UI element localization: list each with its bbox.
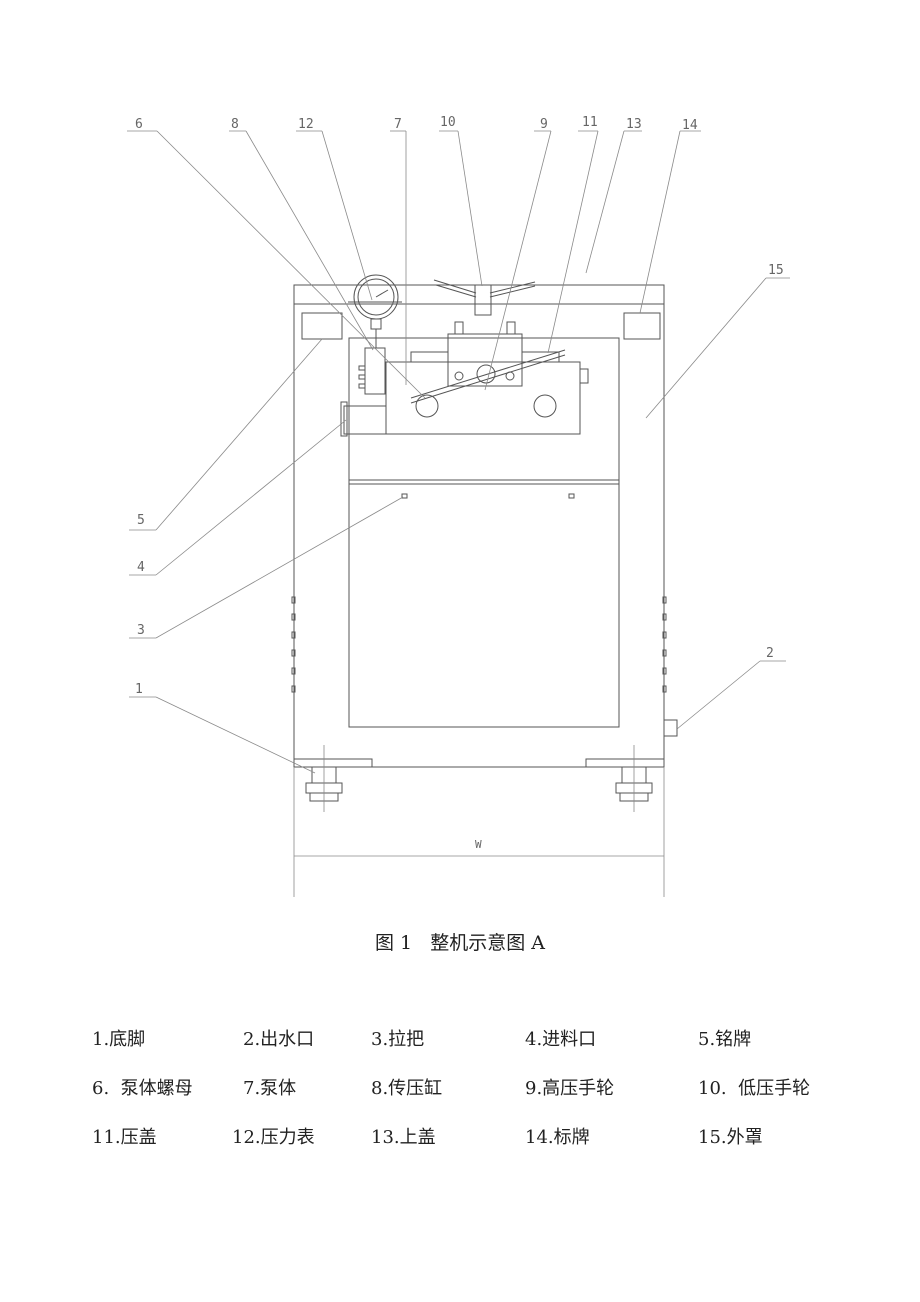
legend-item: 3.拉把 (371, 1029, 425, 1050)
callout-4: 4 (137, 560, 145, 575)
callout-1: 1 (135, 682, 143, 697)
legend-item: 8.传压缸 (371, 1078, 443, 1099)
figure-title: 整机示意图 A (430, 932, 545, 954)
dimension-label: W (475, 838, 482, 851)
callout-13: 13 (626, 117, 642, 132)
parts-legend: 1.底脚 2.出水口 3.拉把 4.进料口 5.铭牌 6. 泵体螺母 7.泵体 … (92, 1025, 852, 1172)
legend-item: 11.压盖 (92, 1127, 157, 1148)
legend-item: 14.标牌 (525, 1127, 590, 1148)
legend-item: 1.底脚 (92, 1029, 146, 1050)
pump-body (385, 361, 581, 435)
legend-item: 6. 泵体螺母 (92, 1078, 193, 1099)
callout-2: 2 (766, 646, 774, 661)
legend-item: 9.高压手轮 (525, 1078, 615, 1099)
callout-12: 12 (298, 117, 314, 132)
callout-8: 8 (231, 117, 239, 132)
figure-caption: 图 1 整机示意图 A (0, 928, 920, 955)
high-pressure-handwheel (410, 349, 566, 399)
vent-slots (291, 596, 667, 693)
callout-9: 9 (540, 117, 548, 132)
pump-nut-right (533, 394, 557, 418)
legend-row: 1.底脚 2.出水口 3.拉把 4.进料口 5.铭牌 (92, 1025, 852, 1074)
low-pressure-handwheel (474, 284, 492, 316)
legend-row: 6. 泵体螺母 7.泵体 8.传压缸 9.高压手轮 10. 低压手轮 (92, 1074, 852, 1123)
callout-11: 11 (582, 115, 598, 130)
nameplate-left (301, 312, 343, 340)
legend-row: 11.压盖 12.压力表 13.上盖 14.标牌 15.外罩 (92, 1123, 852, 1172)
width-dimension: W (293, 767, 665, 897)
machine-diagram: W 1 2 3 4 5 6 7 8 (127, 115, 790, 897)
legend-item: 5.铭牌 (698, 1029, 752, 1050)
legend-item: 7.泵体 (243, 1078, 297, 1099)
callout-3: 3 (137, 623, 145, 638)
pump-nut-left (415, 394, 439, 418)
callout-14: 14 (682, 118, 698, 133)
legend-item: 2.出水口 (243, 1029, 315, 1050)
upper-panel (348, 337, 620, 481)
callout-6: 6 (135, 117, 143, 132)
machine-feet (293, 745, 665, 812)
callout-15: 15 (768, 263, 784, 278)
leader-lines (127, 130, 790, 774)
top-cover (293, 284, 665, 305)
legend-item: 12.压力表 (232, 1127, 315, 1148)
callout-5: 5 (137, 513, 145, 528)
figure-number: 图 1 (375, 932, 413, 954)
water-outlet (663, 719, 678, 737)
callout-7: 7 (394, 117, 402, 132)
legend-item: 4.进料口 (525, 1029, 597, 1050)
legend-item: 13.上盖 (371, 1127, 436, 1148)
pressure-gauge (348, 274, 402, 348)
callout-10: 10 (440, 115, 456, 130)
legend-item: 15.外罩 (698, 1127, 763, 1148)
legend-item: 10. 低压手轮 (698, 1078, 811, 1099)
nameplate-right (623, 312, 661, 340)
front-door (348, 479, 620, 728)
pull-handle (401, 493, 408, 499)
feed-inlet (343, 405, 387, 435)
